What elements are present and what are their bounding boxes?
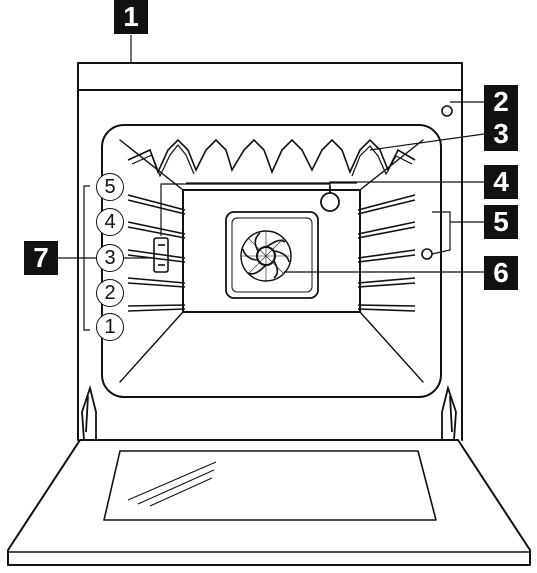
cavity-edges [120, 140, 423, 382]
shelf-level-5: 5 [96, 173, 124, 201]
callout-1: 1 [114, 0, 148, 34]
oven-socket [422, 249, 432, 259]
callout-7: 7 [24, 241, 58, 275]
shelf-supports-right [358, 195, 415, 311]
glass-reflections [128, 462, 216, 506]
callout-4: 4 [484, 165, 518, 199]
shelf-supports-left [128, 195, 185, 311]
shelf-level-2: 2 [96, 279, 124, 307]
indicator-light [442, 106, 452, 116]
oven-door [8, 440, 530, 565]
callout-6: 6 [484, 256, 518, 290]
shelf-level-1: 1 [96, 313, 124, 341]
callout-3: 3 [484, 117, 518, 151]
callout-5: 5 [484, 205, 518, 239]
shelf-level-3: 3 [96, 244, 124, 272]
shelf-level-4: 4 [96, 208, 124, 236]
door-hinges [82, 388, 456, 440]
fan-icon [241, 231, 291, 281]
back-panel [183, 190, 360, 312]
door-glass [104, 451, 436, 520]
callout-2: 2 [484, 85, 518, 119]
fan-cover [226, 212, 318, 298]
heating-element [128, 140, 415, 172]
